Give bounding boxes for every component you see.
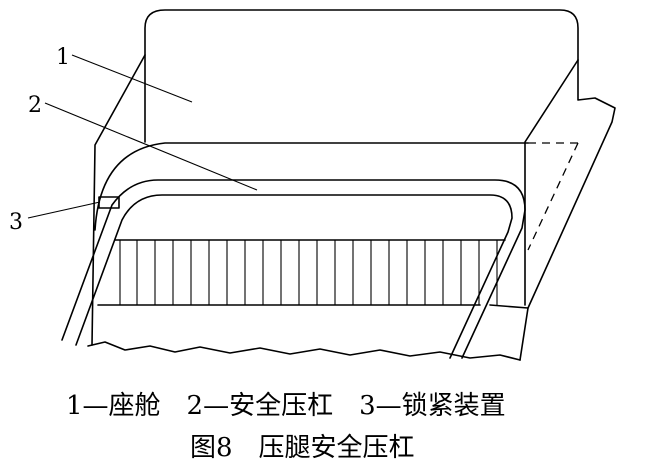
- hidden-edge-diagonal: [527, 142, 579, 251]
- callout-2: 2: [28, 93, 42, 118]
- seat-back: [144, 9, 579, 143]
- safety-bar-outer: [61, 179, 526, 359]
- leader-2: [44, 102, 258, 191]
- seat-cushion: [94, 142, 529, 231]
- figure-caption: 图8 压腿安全压杠: [190, 433, 415, 463]
- safety-bar-inner: [75, 194, 513, 359]
- leader-1: [71, 54, 193, 103]
- seat-front-ribs: [119, 240, 498, 305]
- callout-1: 1: [56, 45, 70, 70]
- leader-3: [27, 201, 101, 219]
- cabin-right-side: [524, 59, 579, 306]
- torn-bottom-edge: [87, 341, 521, 361]
- lock-device: [98, 196, 120, 209]
- cabin-right-outer-edge: [519, 59, 616, 361]
- floor-right: [489, 304, 529, 309]
- cabin-left-side: [91, 54, 146, 346]
- callout-3: 3: [9, 210, 23, 235]
- figure-legend: 1—座舱 2—安全压杠 3—锁紧装置: [66, 391, 506, 421]
